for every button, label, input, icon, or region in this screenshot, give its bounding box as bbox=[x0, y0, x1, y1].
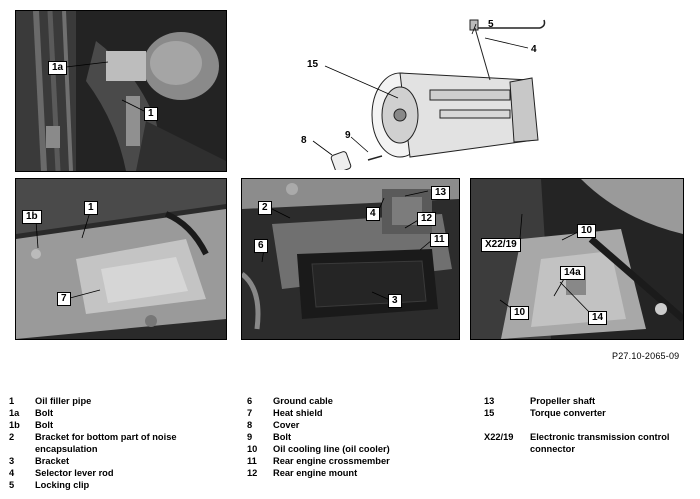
callout-1b-bolt: 1b bbox=[22, 210, 42, 224]
legend-number: X22/19 bbox=[484, 432, 514, 442]
legend-item: 7 Heat shield bbox=[247, 407, 467, 419]
legend-item: encapsulation bbox=[9, 443, 234, 455]
legend-text: Bracket bbox=[35, 456, 70, 466]
legend-number bbox=[9, 443, 35, 455]
legend-item: 8 Cover bbox=[247, 419, 467, 431]
callout-5-locking-clip: 5 bbox=[488, 19, 494, 30]
legend-item: 10 Oil cooling line (oil cooler) bbox=[247, 443, 467, 455]
callout-4-selector-lever-rod-lower: 4 bbox=[366, 207, 380, 221]
legend-number: 8 bbox=[247, 420, 253, 430]
legend-text: Bolt bbox=[35, 408, 54, 418]
callout-14a: 14a bbox=[560, 266, 585, 280]
legend-item: 12 Rear engine mount bbox=[247, 467, 467, 479]
callout-14: 14 bbox=[588, 311, 608, 325]
callout-1-oil-filler-pipe: 1 bbox=[144, 107, 158, 121]
legend-item: 1 Oil filler pipe bbox=[9, 395, 234, 407]
legend-number bbox=[484, 443, 530, 455]
legend-number: 1 bbox=[9, 396, 15, 406]
legend-text: encapsulation bbox=[35, 444, 98, 454]
legend-item: 6 Ground cable bbox=[247, 395, 467, 407]
legend-item: X22/19 Electronic transmission control bbox=[484, 431, 696, 443]
callout-12-rear-engine-mount: 12 bbox=[417, 212, 437, 226]
legend-number: 4 bbox=[9, 468, 15, 478]
legend-number: 15 bbox=[484, 408, 495, 418]
photo-heat-shield bbox=[15, 178, 227, 340]
callout-13-propeller-shaft: 13 bbox=[431, 186, 451, 200]
legend-text: Bracket for bottom part of noise bbox=[35, 432, 177, 442]
legend-text: Rear engine crossmember bbox=[273, 456, 390, 466]
legend-text: Propeller shaft bbox=[530, 396, 596, 406]
legend-number: 2 bbox=[9, 432, 15, 442]
legend-number: 13 bbox=[484, 396, 495, 406]
legend-text: Cover bbox=[273, 420, 300, 430]
photo-transmission-connector bbox=[470, 178, 684, 340]
callout-x22-19-connector: X22/19 bbox=[481, 238, 521, 252]
legend-item: 1a Bolt bbox=[9, 407, 234, 419]
legend-item: 3 Bracket bbox=[9, 455, 234, 467]
legend-text: Rear engine mount bbox=[273, 468, 358, 478]
legend-spacer bbox=[484, 419, 696, 431]
legend-item: 11 Rear engine crossmember bbox=[247, 455, 467, 467]
legend-text: Bolt bbox=[35, 420, 54, 430]
legend-item: connector bbox=[484, 443, 696, 455]
legend-item: 2 Bracket for bottom part of noise bbox=[9, 431, 234, 443]
photo-oil-filler-pipe-illustration bbox=[16, 11, 226, 171]
legend-number: 3 bbox=[9, 456, 15, 466]
figure-reference-code: P27.10-2065-09 bbox=[612, 351, 680, 361]
callout-1-oil-filler-pipe-lower: 1 bbox=[84, 201, 98, 215]
legend-text: Oil cooling line (oil cooler) bbox=[273, 444, 390, 454]
callout-9-bolt: 9 bbox=[345, 130, 351, 141]
legend-number: 5 bbox=[9, 480, 15, 490]
callout-10-oil-cooling-line-upper: 10 bbox=[577, 224, 597, 238]
legend-item: 13 Propeller shaft bbox=[484, 395, 696, 407]
photo-rear-engine-mount bbox=[241, 178, 460, 340]
legend-number: 11 bbox=[247, 456, 257, 466]
legend-text: Bolt bbox=[273, 432, 292, 442]
legend-number bbox=[484, 419, 530, 431]
legend-text: Heat shield bbox=[273, 408, 323, 418]
legend-item: 1b Bolt bbox=[9, 419, 234, 431]
callout-11-rear-engine-crossmember: 11 bbox=[430, 233, 449, 247]
photo-transmission-connector-illustration bbox=[471, 179, 683, 339]
legend-text: Oil filler pipe bbox=[35, 396, 92, 406]
callout-7-heat-shield: 7 bbox=[57, 292, 71, 306]
callout-6-ground-cable: 6 bbox=[254, 239, 268, 253]
legend-number: 9 bbox=[247, 432, 253, 442]
legend-text: Electronic transmission control bbox=[530, 432, 670, 442]
callout-4-selector-lever-rod: 4 bbox=[531, 44, 537, 55]
legend-number: 10 bbox=[247, 444, 258, 454]
callout-3-bracket: 3 bbox=[388, 294, 402, 308]
legend-text: Locking clip bbox=[35, 480, 90, 490]
photo-rear-engine-mount-illustration bbox=[242, 179, 459, 339]
legend-number: 1a bbox=[9, 408, 20, 418]
legend-number: 1b bbox=[9, 420, 20, 430]
legend-number: 7 bbox=[247, 408, 253, 418]
legend-text: Torque converter bbox=[530, 408, 606, 418]
legend-item: 4 Selector lever rod bbox=[9, 467, 234, 479]
callout-15-torque-converter: 15 bbox=[307, 59, 319, 70]
legend-item: 5 Locking clip bbox=[9, 479, 234, 491]
transmission-line-drawing-svg bbox=[330, 19, 546, 173]
photo-oil-filler-pipe bbox=[15, 10, 227, 172]
legend-text: connector bbox=[530, 444, 575, 454]
legend-number: 6 bbox=[247, 396, 253, 406]
legend-item: 15 Torque converter bbox=[484, 407, 696, 419]
legend-number: 12 bbox=[247, 468, 258, 478]
transmission-line-drawing bbox=[300, 10, 550, 173]
legend-item: 9 Bolt bbox=[247, 431, 467, 443]
legend-column-3: 13 Propeller shaft 15 Torque converter X22… bbox=[484, 395, 696, 455]
photo-heat-shield-illustration bbox=[16, 179, 226, 339]
callout-8-cover: 8 bbox=[301, 135, 307, 146]
callout-1a-bolt: 1a bbox=[48, 61, 68, 75]
legend-text: Selector lever rod bbox=[35, 468, 114, 478]
callout-2-bracket: 2 bbox=[258, 201, 272, 215]
legend-text: Ground cable bbox=[273, 396, 333, 406]
callout-10-oil-cooling-line-lower: 10 bbox=[510, 306, 530, 320]
